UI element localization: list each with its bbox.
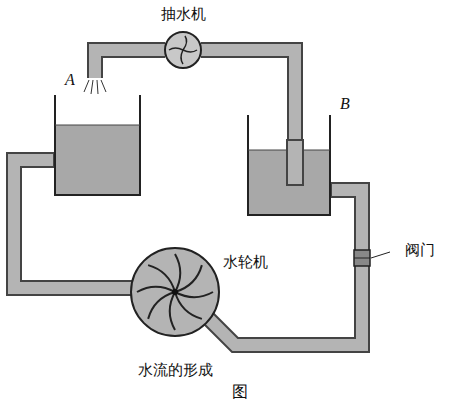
pipe [95, 50, 165, 78]
turbine-label: 水轮机 [223, 253, 268, 271]
pump-label: 抽水机 [161, 5, 206, 23]
figure-label: 图 [232, 382, 248, 401]
tank-b [248, 115, 330, 215]
leader-line [371, 252, 390, 258]
tank-label: B [340, 94, 350, 113]
tank-label: A [65, 70, 75, 89]
valve [354, 250, 390, 266]
water-spray [84, 80, 106, 94]
turbine [131, 248, 219, 336]
tank-a [55, 95, 140, 195]
pump [165, 32, 201, 68]
valve-label: 阀门 [405, 241, 435, 259]
caption: 水流的形成 [138, 361, 213, 379]
